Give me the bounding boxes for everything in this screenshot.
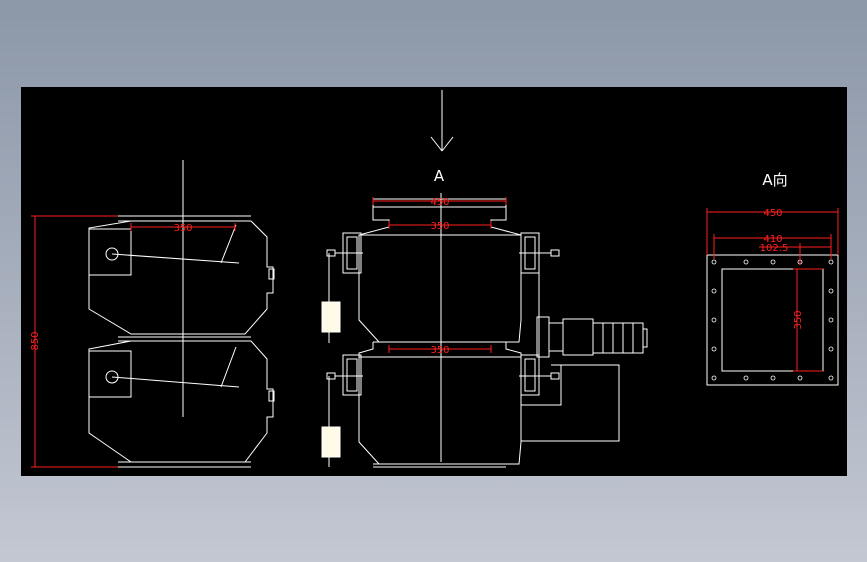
dim-text-mid-upper-350: 350 — [430, 221, 449, 232]
lower-counterweight — [321, 426, 341, 458]
dim-text-right-350: 350 — [793, 310, 804, 329]
damper-counterweights — [321, 253, 341, 467]
front-view-lower-body — [326, 354, 560, 468]
view-a-bolt-holes — [711, 259, 834, 381]
dim-mid-lower-inner: 350 — [388, 345, 492, 356]
view-direction-arrow: A — [430, 90, 454, 185]
side-view-upper-unit — [88, 215, 275, 342]
dim-text-right-102-5: 102.5 — [760, 243, 789, 254]
dim-text-mid-450: 450 — [430, 197, 449, 208]
view-a-opening — [721, 268, 824, 372]
drive-motor — [521, 253, 648, 442]
view-a-flange-outer — [706, 254, 839, 386]
dim-mid-upper-inner: 350 — [388, 221, 492, 232]
dim-text-left-350: 350 — [173, 223, 192, 234]
dim-left-total-height: 850 — [30, 215, 118, 468]
view-a: A向 450 — [706, 171, 839, 386]
dim-left-top-width: 350 — [130, 223, 236, 234]
dim-view-a-inner-height: 350 — [793, 268, 823, 372]
dim-text-mid-lower-350: 350 — [430, 345, 449, 356]
view-arrow-label: A — [434, 167, 445, 185]
front-view: A — [321, 90, 648, 468]
dim-view-a-outer-width: 450 — [706, 208, 839, 255]
cad-drawing: 350 850 A — [30, 90, 839, 468]
cad-drawing-area: 350 850 A — [21, 87, 847, 476]
dim-view-a-edge-offset: 102.5 — [759, 243, 831, 265]
dim-text-left-850: 850 — [30, 331, 41, 350]
upper-counterweight — [321, 301, 341, 333]
dim-mid-top-width: 450 — [372, 197, 507, 208]
dim-text-right-450: 450 — [763, 208, 782, 219]
view-a-title: A向 — [762, 171, 787, 189]
side-view-lower-unit — [88, 340, 275, 468]
dim-text-right-410: 410 — [763, 234, 782, 245]
side-view: 350 850 — [30, 160, 275, 468]
